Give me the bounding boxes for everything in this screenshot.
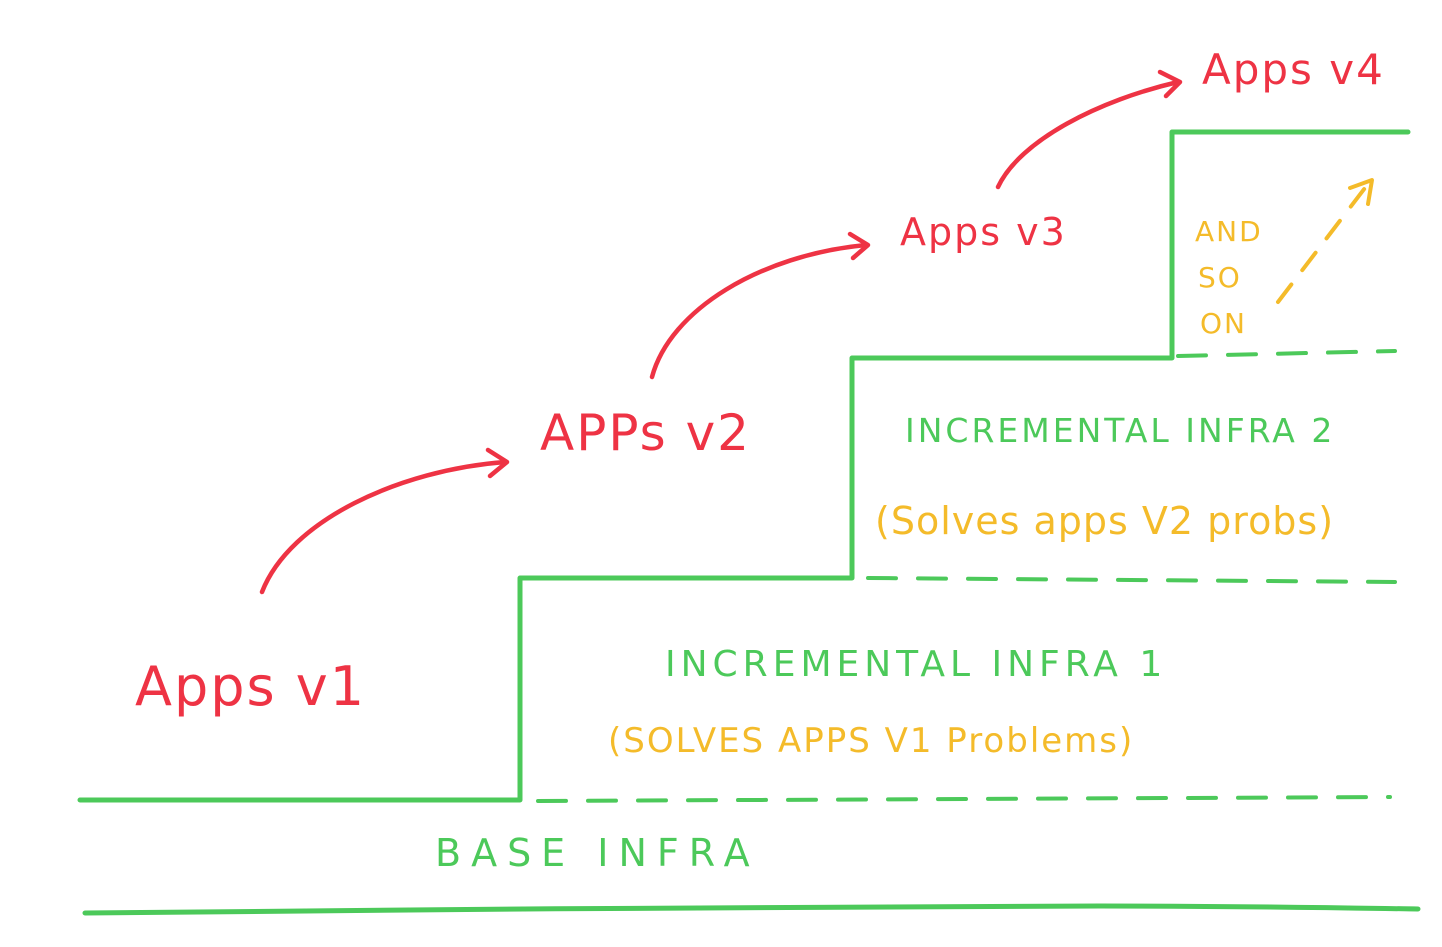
ground-line bbox=[82, 903, 1421, 916]
label-apps-v4: Apps v4 bbox=[1202, 45, 1385, 94]
label-base-infra: BASE INFRA bbox=[435, 831, 760, 875]
arrow-apps-v3-to-v4-head bbox=[1157, 69, 1183, 99]
label-apps-v1: Apps v1 bbox=[135, 655, 366, 718]
incremental-infra-2-top-dashed-line bbox=[1176, 349, 1397, 358]
arrow-and-so-on-head bbox=[1348, 178, 1374, 206]
arrow-apps-v2-to-v3-head bbox=[847, 231, 871, 261]
note-incremental-infra-2: (Solves apps V2 probs) bbox=[875, 499, 1334, 543]
arrow-and-so-on bbox=[1276, 182, 1370, 304]
label-apps-v2: APPs v2 bbox=[540, 404, 751, 462]
note-and-so-on-line1: AND bbox=[1195, 215, 1263, 248]
label-apps-v3: Apps v3 bbox=[900, 210, 1067, 254]
staircase-outline bbox=[77, 129, 1411, 803]
note-incremental-infra-1: (SOLVES APPS V1 Problems) bbox=[608, 721, 1134, 761]
note-and-so-on-line2: SO bbox=[1198, 261, 1242, 294]
arrow-apps-v1-to-v2-head bbox=[485, 447, 510, 479]
arrow-apps-v3-to-v4 bbox=[995, 79, 1181, 190]
arrow-apps-v1-to-v2 bbox=[259, 459, 508, 595]
label-incremental-infra-1: INCREMENTAL INFRA 1 bbox=[665, 644, 1167, 685]
base-infra-top-dashed-line bbox=[536, 795, 1392, 803]
arrow-apps-v2-to-v3 bbox=[649, 242, 869, 380]
note-and-so-on-line3: ON bbox=[1200, 307, 1247, 340]
label-incremental-infra-2: INCREMENTAL INFRA 2 bbox=[905, 411, 1335, 450]
incremental-infra-1-top-dashed-line bbox=[866, 576, 1397, 584]
